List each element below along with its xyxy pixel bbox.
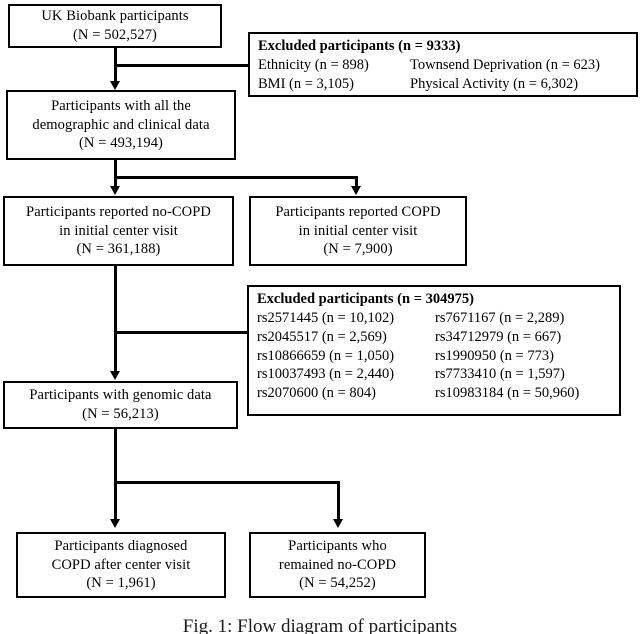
node-genomic-data-line-2: (N = 56,213) [82,406,159,422]
connector-split-to-no-copd [114,176,117,186]
exclusion-demographic-header: Excluded participants (n = 9333) [258,38,461,54]
exclusion-genotype-row: rs2045517 (n = 2,569) rs34712979 (n = 667… [257,328,613,347]
exclusion-demographic-row-1-left: BMI (n = 3,105) [258,75,354,92]
node-complete-data-line-2: demographic and clinical data [32,116,210,133]
node-no-copd-initial-line-2: in initial center visit [59,222,178,239]
exclusion-genotype-row-4-left: rs2070600 (n = 804) [257,385,376,402]
exclusion-genotype-row-0-right: rs7671167 (n = 2,289) [435,309,565,326]
node-no-copd-initial-line-1: Participants reported no-COPD [26,204,211,221]
exclusion-demographic-row: BMI (n = 3,105) Physical Activity (n = 6,… [258,75,630,94]
node-source: UK Biobank participants (N = 502,527) [8,4,222,48]
exclusion-genotype-row: rs10037493 (n = 2,440) rs7733410 (n = 1,5… [257,365,613,384]
node-complete-data: Participants with all the demographic an… [6,90,236,160]
exclusion-genotype-row-3-left: rs10037493 (n = 2,440) [257,366,395,383]
node-diagnosed-after-visit-line-3: (N = 1,961) [86,575,156,592]
arrowhead-to-diagnosed-after-visit [110,519,120,528]
connector-no-copd-to-genomic [114,266,117,371]
arrowhead-to-copd-initial [351,186,361,195]
node-diagnosed-after-visit: Participants diagnosed COPD after center… [16,532,226,598]
node-source-line-2: (N = 502,527) [73,27,157,43]
exclusion-genotype-row: rs2070600 (n = 804) rs10983184 (n = 50,96… [257,384,613,403]
connector-complete-to-exclusion-demographic [114,64,250,67]
exclusion-genotype-row: rs2571445 (n = 10,102) rs7671167 (n = 2,2… [257,309,613,328]
figure-caption: Fig. 1: Flow diagram of participants [182,616,458,634]
exclusion-demographic-row-0-left: Ethnicity (n = 898) [258,56,369,73]
exclusion-genotype-row-1-right: rs34712979 (n = 667) [435,328,562,345]
node-complete-data-line-3: (N = 493,194) [79,135,163,152]
exclusion-genotype-row-4-right: rs10983184 (n = 50,960) [435,385,580,402]
node-remained-no-copd-line-3: (N = 54,252) [299,575,376,592]
exclusion-genotype-row-3-right: rs7733410 (n = 1,597) [435,366,565,383]
exclusion-genotype-row-2-right: rs1990950 (n = 773) [435,347,554,364]
exclusion-genotype-header: Excluded participants (n = 304975) [257,291,474,307]
connector-genomic-to-exclusion-genotype [114,331,249,334]
node-copd-initial-line-3: (N = 7,900) [323,241,393,258]
connector-split-to-remained-no-copd [337,481,340,519]
exclusion-demographic-row: Ethnicity (n = 898) Townsend Deprivation … [258,56,630,75]
node-diagnosed-after-visit-line-1: Participants diagnosed [54,538,188,555]
node-copd-initial: Participants reported COPD in initial ce… [249,196,467,266]
node-remained-no-copd: Participants who remained no-COPD (N = 5… [249,532,426,598]
exclusion-box-genotype: Excluded participants (n = 304975) rs257… [247,285,621,416]
connector-split-horizontal-copd [114,176,358,179]
node-no-copd-initial: Participants reported no-COPD in initial… [3,196,234,266]
node-genomic-data-line-1: Participants with genomic data [29,387,212,404]
exclusion-genotype-row-2-left: rs10866659 (n = 1,050) [257,347,395,364]
arrowhead-to-complete-data [110,81,120,90]
node-no-copd-initial-line-3: (N = 361,188) [76,241,161,258]
exclusion-demographic-row-1-right: Physical Activity (n = 6,302) [410,75,579,92]
exclusion-demographic-row-0-right: Townsend Deprivation (n = 623) [410,56,600,73]
connector-genomic-to-split [114,429,117,519]
node-remained-no-copd-line-2: remained no-COPD [278,556,397,573]
node-copd-initial-line-2: in initial center visit [298,222,418,239]
connector-split-horizontal-outcome [114,481,340,484]
exclusion-genotype-row: rs10866659 (n = 1,050) rs1990950 (n = 773… [257,347,613,366]
node-complete-data-line-1: Participants with all the [51,98,191,115]
arrowhead-to-no-copd-initial [110,186,120,195]
node-remained-no-copd-line-1: Participants who [288,538,387,555]
node-copd-initial-line-1: Participants reported COPD [275,204,441,221]
exclusion-genotype-row-1-left: rs2045517 (n = 2,569) [257,328,387,345]
node-diagnosed-after-visit-line-2: COPD after center visit [51,556,191,573]
exclusion-box-demographic: Excluded participants (n = 9333) Ethnici… [248,32,638,97]
connector-split-to-copd [355,176,358,186]
arrowhead-to-remained-no-copd [333,519,343,528]
node-genomic-data: Participants with genomic data (N = 56,2… [3,381,238,429]
connector-complete-to-split [114,160,117,182]
exclusion-genotype-row-0-left: rs2571445 (n = 10,102) [257,309,395,326]
arrowhead-to-genomic-data [110,371,120,380]
node-source-line-1: UK Biobank participants [41,8,189,25]
